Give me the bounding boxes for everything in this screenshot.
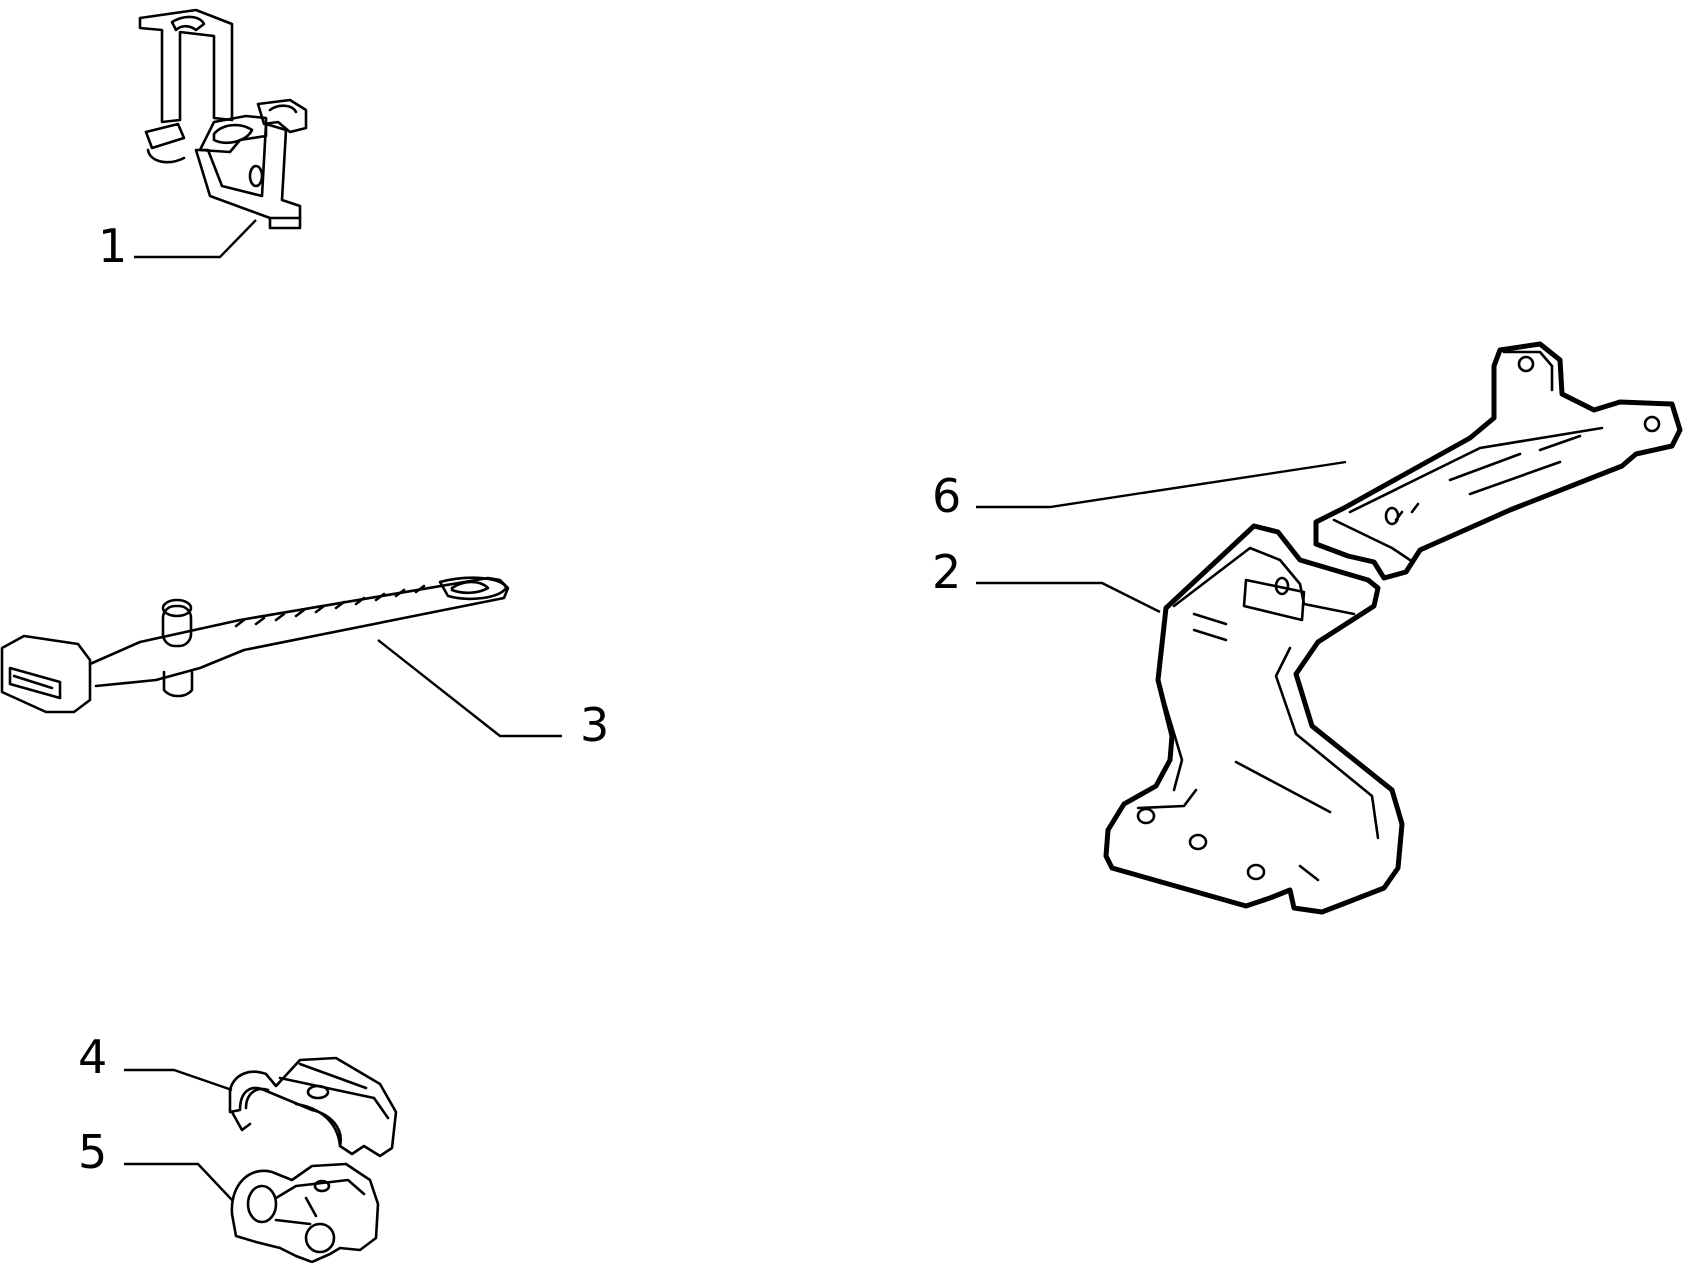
callout-3: 3	[580, 698, 609, 752]
part-5-double-clip	[230, 1162, 380, 1263]
part-3-cable-tie	[0, 576, 510, 714]
part-4-saddle-clamp	[228, 1056, 398, 1158]
leader-2	[976, 581, 1161, 614]
callout-1: 1	[98, 219, 127, 273]
callout-5: 5	[78, 1125, 107, 1179]
leader-4	[124, 1068, 233, 1092]
leader-1	[134, 219, 257, 259]
part-2-lower-bracket	[1103, 523, 1405, 915]
leader-3	[377, 639, 562, 738]
leader-6	[976, 460, 1347, 509]
part-1-bracket-clip	[138, 8, 308, 230]
callout-4: 4	[78, 1030, 107, 1084]
callout-6: 6	[932, 469, 961, 523]
leader-5	[124, 1162, 233, 1201]
callout-2: 2	[932, 545, 961, 599]
part-6-upper-bracket	[1313, 341, 1683, 581]
